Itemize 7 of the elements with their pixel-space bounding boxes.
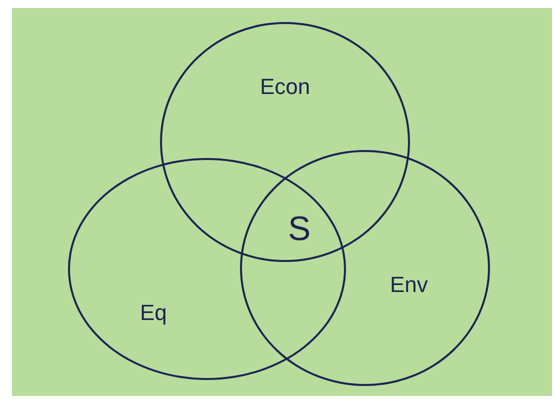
circle-label: Eq (140, 300, 167, 326)
venn-circle (68, 158, 346, 380)
intersection-label: S (288, 210, 311, 249)
venn-circle (160, 22, 410, 262)
circle-label: Env (390, 272, 428, 298)
circle-label: Econ (260, 74, 310, 100)
venn-circle (240, 150, 490, 386)
